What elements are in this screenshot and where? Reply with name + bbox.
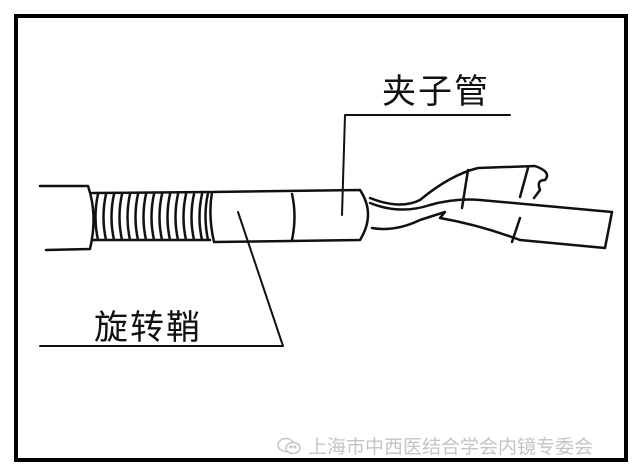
wechat-icon xyxy=(277,437,301,454)
diagram-frame xyxy=(14,14,628,462)
watermark: 上海市中西医结合学会内镜专委会 xyxy=(276,432,593,459)
watermark-text: 上海市中西医结合学会内镜专委会 xyxy=(308,436,594,458)
leader-lines xyxy=(39,114,511,347)
label-rotation-sheath: 旋转鞘 xyxy=(94,308,202,348)
outer-sheath xyxy=(38,184,95,252)
spring-coil xyxy=(90,190,212,242)
forceps-jaws xyxy=(368,164,614,250)
label-clip-tube: 夹子管 xyxy=(382,72,490,112)
rotation-sheath-tube xyxy=(209,188,370,244)
